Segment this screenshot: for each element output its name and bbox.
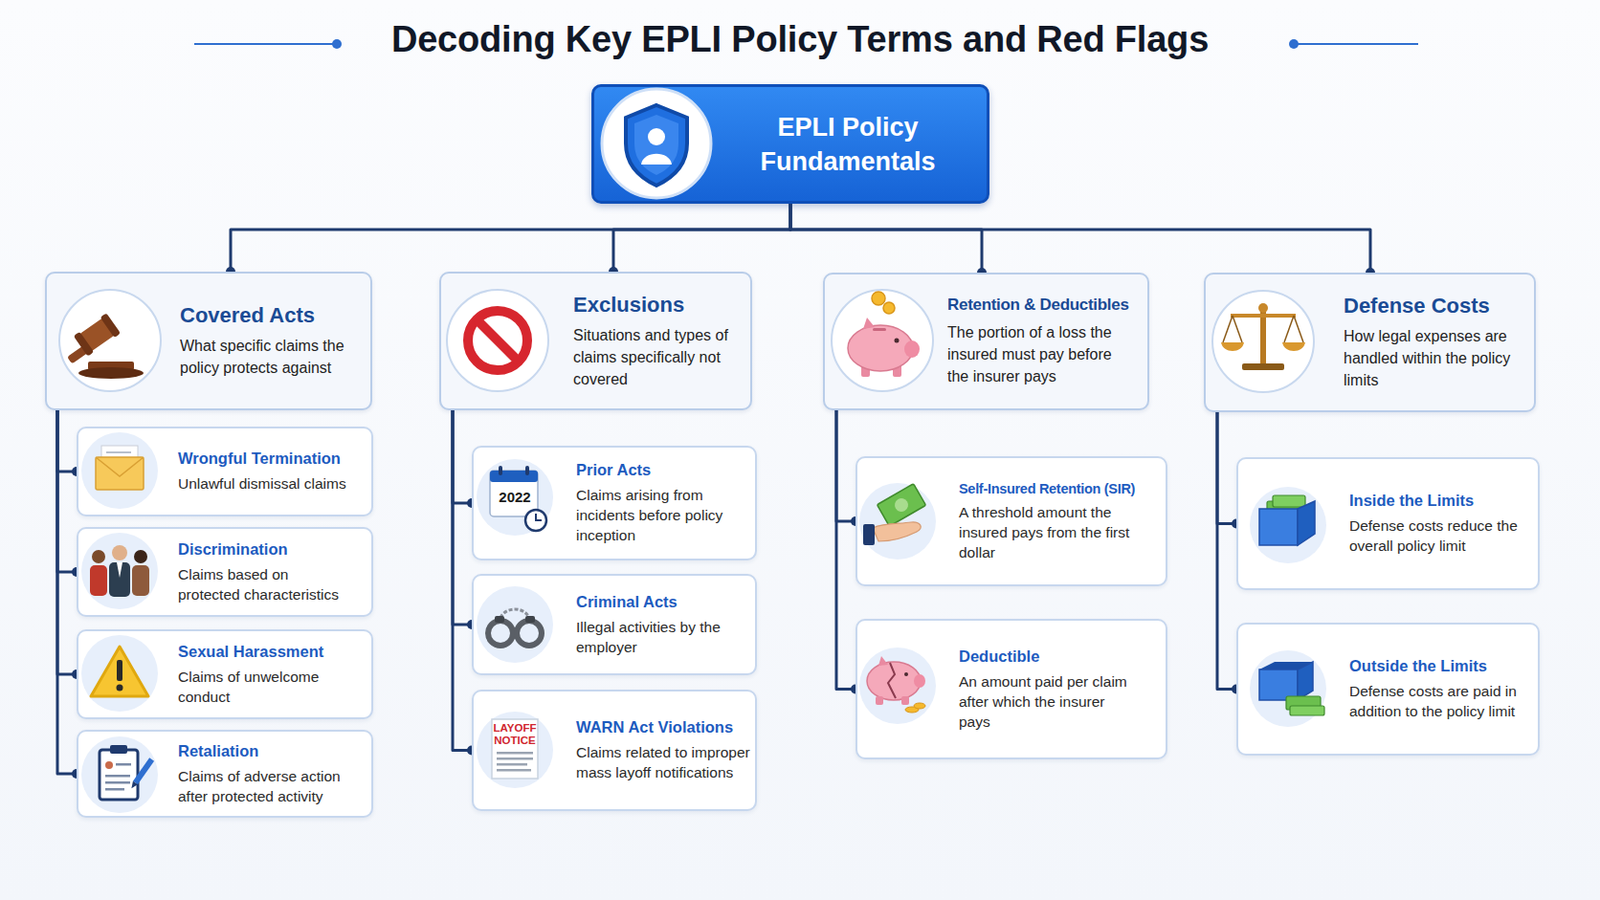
- term-box: WARN Act ViolationsClaims related to imp…: [471, 689, 757, 812]
- term-box: RetaliationClaims of adverse action afte…: [76, 730, 374, 819]
- connector-line: [1217, 412, 1237, 525]
- connector-line: [613, 203, 791, 272]
- node-heading: Retention & Deductibles: [947, 295, 1142, 315]
- node-heading: EPLI Policy Fundamentals: [745, 110, 952, 179]
- notice-heading: LAYOFF NOTICE: [491, 722, 538, 748]
- connector-line: [452, 410, 472, 504]
- node-description: Situations and types of claims specifica…: [573, 324, 759, 391]
- category-box: Covered ActsWhat specific claims the pol…: [44, 271, 373, 411]
- connector-line: [57, 410, 77, 775]
- node-description: Defense costs are paid in addition to th…: [1349, 681, 1526, 722]
- connector-line: [836, 410, 856, 522]
- page-title: Decoding Key EPLI Policy Terms and Red F…: [0, 19, 1600, 61]
- connector-line: [452, 410, 472, 752]
- node-description: Claims of unwelcome conduct: [177, 666, 355, 708]
- term-box: Inside the LimitsDefense costs reduce th…: [1236, 457, 1540, 591]
- node-description: Illegal activities by the employer: [576, 617, 753, 658]
- node-heading: Deductible: [958, 647, 1160, 667]
- connector-line: [1217, 412, 1237, 690]
- node-description: Claims arising from incidents before pol…: [576, 485, 753, 546]
- connector-line: [230, 203, 791, 272]
- term-box: Outside the LimitsDefense costs are paid…: [1236, 622, 1540, 756]
- title-rule: [1297, 43, 1419, 45]
- node-heading: Outside the Limits: [1349, 657, 1533, 676]
- connector-line: [57, 410, 77, 675]
- connector: [790, 203, 1376, 278]
- title-dot: [332, 39, 342, 49]
- term-box: DiscriminationClaims based on protected …: [76, 527, 374, 618]
- connector-line: [836, 410, 856, 690]
- connector: [790, 203, 987, 278]
- node-heading: Inside the Limits: [1349, 491, 1533, 511]
- title-dot: [1288, 39, 1299, 49]
- term-box: Wrongful TerminationUnlawful dismissal c…: [76, 426, 374, 517]
- calendar-year: 2022: [488, 488, 542, 507]
- category-box: Retention & DeductiblesThe portion of a …: [822, 272, 1150, 411]
- node-description: What specific claims the policy protects…: [179, 334, 366, 379]
- term-box: Sexual HarassmentClaims of unwelcome con…: [76, 629, 374, 720]
- node-description: How legal expenses are handled within th…: [1343, 325, 1530, 392]
- connector-line: [57, 410, 77, 573]
- node-description: An amount paid per claim after which the…: [958, 671, 1135, 733]
- term-box: Self-Insured Retention (SIR) A threshold …: [855, 456, 1168, 587]
- term-box: Deductible An amount paid per claim after…: [855, 619, 1168, 760]
- connector-line: [790, 203, 982, 273]
- node-heading: WARN Act Violations: [576, 718, 750, 737]
- node-description: A threshold amount the insured pays from…: [958, 502, 1135, 563]
- node-heading: Wrongful Termination: [177, 449, 366, 468]
- connector-line: [790, 203, 1371, 273]
- node-description: The portion of a loss the insured must p…: [947, 321, 1134, 388]
- connector: [608, 203, 791, 277]
- node-heading: Prior Acts: [576, 461, 750, 480]
- node-description: Claims based on protected characteristic…: [177, 564, 355, 605]
- connector: [225, 203, 791, 277]
- root-box: EPLI Policy Fundamentals: [591, 84, 990, 204]
- node-heading: Discrimination: [177, 540, 366, 559]
- category-box: ExclusionsSituations and types of claims…: [439, 271, 753, 411]
- term-box: Criminal ActsIllegal activities by the e…: [471, 574, 757, 676]
- connector-line: [57, 410, 77, 472]
- node-description: Claims of adverse action after protected…: [177, 766, 355, 807]
- node-description: Unlawful dismissal claims: [177, 473, 355, 494]
- node-heading: Defense Costs: [1343, 293, 1529, 319]
- title-rule: [194, 43, 334, 45]
- node-heading: Self-Insured Retention (SIR): [958, 481, 1160, 497]
- node-heading: Criminal Acts: [576, 593, 750, 612]
- node-heading: Retaliation: [177, 742, 366, 761]
- node-heading: Exclusions: [573, 292, 745, 318]
- node-description: Claims related to improper mass layoff n…: [576, 742, 753, 783]
- connector-line: [452, 410, 472, 625]
- node-description: Defense costs reduce the overall policy …: [1349, 515, 1526, 556]
- node-heading: Sexual Harassment: [177, 643, 366, 662]
- category-box: Defense CostsHow legal expenses are hand…: [1203, 272, 1536, 413]
- node-heading: Covered Acts: [179, 303, 365, 329]
